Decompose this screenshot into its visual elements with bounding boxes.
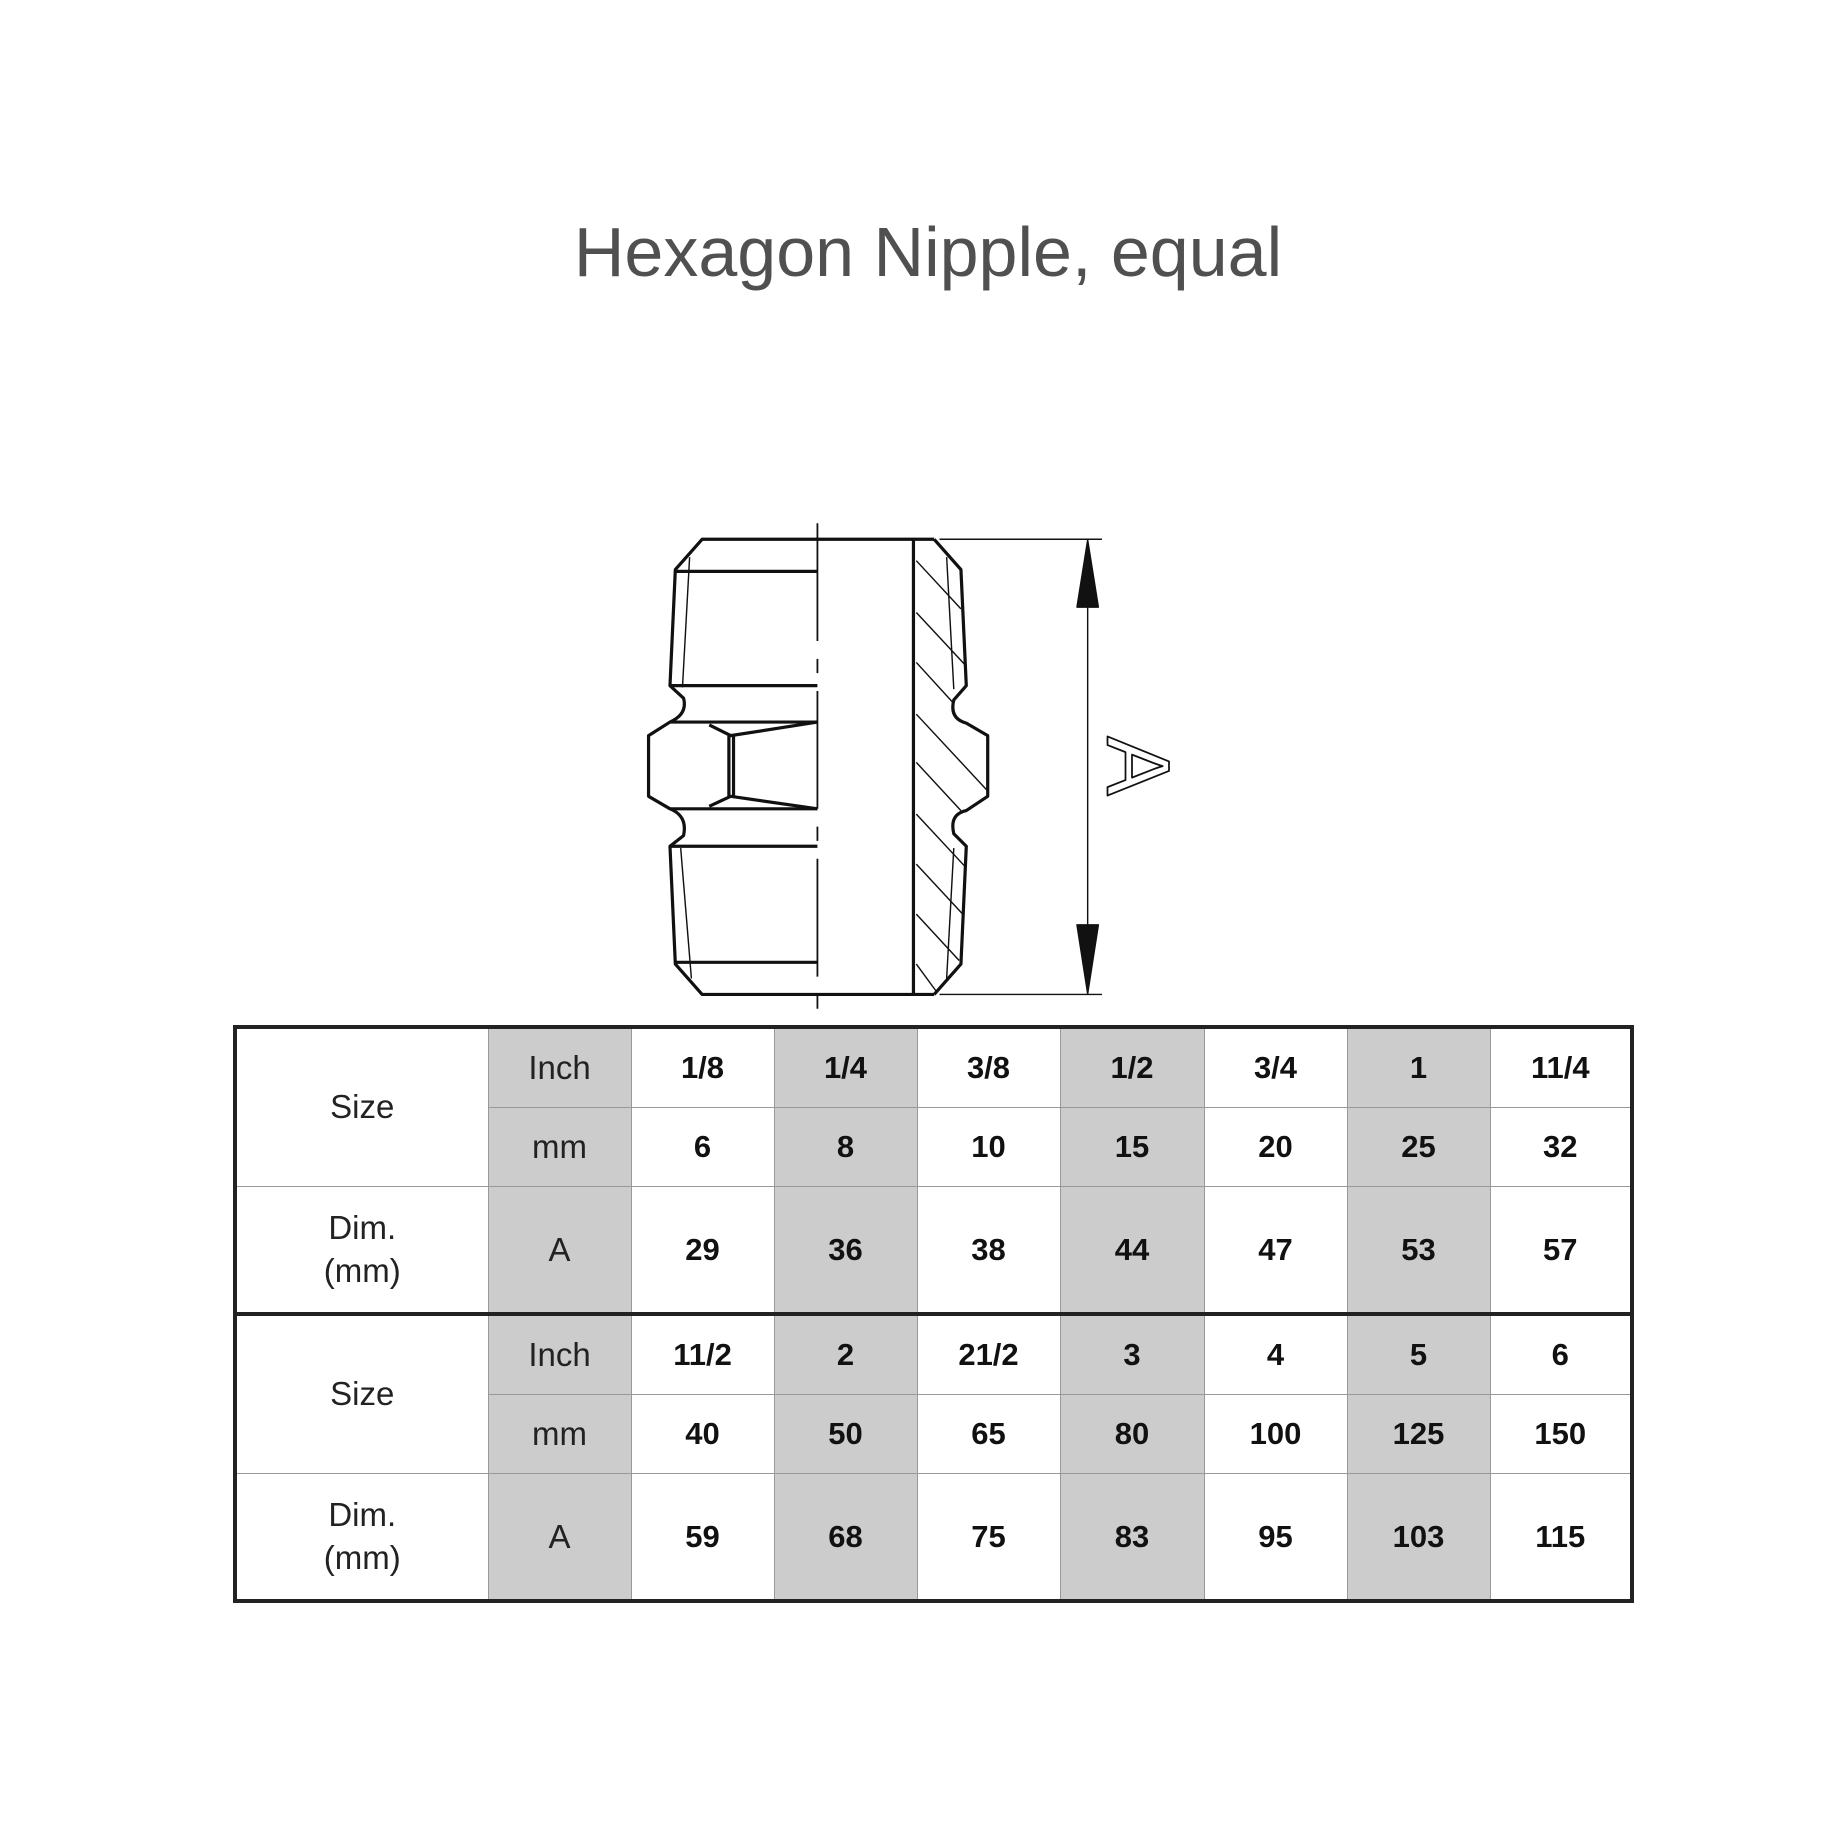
size-label: Size — [234, 1026, 489, 1187]
size-label: Size — [234, 1312, 489, 1474]
inch-value: 11/4 — [1489, 1026, 1633, 1108]
inch-value: 4 — [1203, 1312, 1348, 1395]
a-value: 57 — [1489, 1186, 1633, 1315]
mm-value: 65 — [916, 1394, 1061, 1474]
inch-value: 3 — [1059, 1312, 1205, 1395]
dimension-a — [939, 538, 1102, 996]
mm-value: 32 — [1489, 1107, 1633, 1187]
inch-value: 21/2 — [916, 1312, 1061, 1395]
a-value: 44 — [1059, 1186, 1205, 1315]
mm-value: 25 — [1346, 1107, 1491, 1187]
arrow-up-icon — [1076, 539, 1100, 608]
inch-value: 1 — [1346, 1026, 1491, 1108]
mm-label: mm — [487, 1107, 632, 1187]
page-title: Hexagon Nipple, equal — [573, 213, 1283, 291]
a-value: 95 — [1203, 1473, 1348, 1602]
mm-value: 125 — [1346, 1394, 1491, 1474]
inch-value: 1/4 — [773, 1026, 918, 1108]
inch-value: 3/8 — [916, 1026, 1061, 1108]
inch-label: Inch — [487, 1312, 632, 1395]
mm-value: 20 — [1203, 1107, 1348, 1187]
inch-value: 2 — [773, 1312, 918, 1395]
inch-value: 3/4 — [1203, 1026, 1348, 1108]
mm-value: 50 — [773, 1394, 918, 1474]
a-value: 59 — [630, 1473, 775, 1602]
inch-value: 1/8 — [630, 1026, 775, 1108]
a-label: A — [487, 1473, 632, 1602]
mm-value: 10 — [916, 1107, 1061, 1187]
dim-label: Dim.(mm) — [234, 1186, 489, 1315]
inch-value: 11/2 — [630, 1312, 775, 1395]
mm-value: 100 — [1203, 1394, 1348, 1474]
a-value: 36 — [773, 1186, 918, 1315]
a-value: 115 — [1489, 1473, 1633, 1602]
dimension-label: A — [1088, 736, 1188, 796]
a-label: A — [487, 1186, 632, 1315]
inch-value: 6 — [1489, 1312, 1633, 1395]
mm-value: 6 — [630, 1107, 775, 1187]
inch-value: 1/2 — [1059, 1026, 1205, 1108]
a-value: 38 — [916, 1186, 1061, 1315]
a-value: 75 — [916, 1473, 1061, 1602]
part-outline — [646, 537, 990, 997]
a-value: 83 — [1059, 1473, 1205, 1602]
mm-value: 40 — [630, 1394, 775, 1474]
mm-value: 8 — [773, 1107, 918, 1187]
inch-label: Inch — [487, 1026, 632, 1108]
a-value: 53 — [1346, 1186, 1491, 1315]
mm-value: 15 — [1059, 1107, 1205, 1187]
section-hatching — [915, 560, 989, 992]
mm-label: mm — [487, 1394, 632, 1474]
mm-value: 150 — [1489, 1394, 1633, 1474]
a-value: 47 — [1203, 1186, 1348, 1315]
a-value: 68 — [773, 1473, 918, 1602]
mm-value: 80 — [1059, 1394, 1205, 1474]
a-value: 29 — [630, 1186, 775, 1315]
inch-value: 5 — [1346, 1312, 1491, 1395]
thread-lines — [679, 557, 955, 979]
a-value: 103 — [1346, 1473, 1491, 1602]
arrow-down-icon — [1076, 924, 1100, 995]
dim-label: Dim.(mm) — [234, 1473, 489, 1602]
